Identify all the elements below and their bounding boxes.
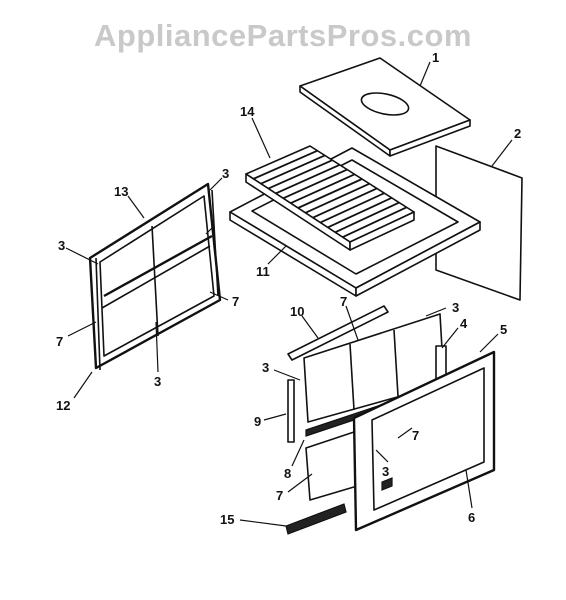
grille-louver — [253, 149, 318, 180]
grille-louver — [275, 164, 341, 195]
label-part-13: 13 — [114, 184, 128, 199]
label-part-3-door: 3 — [382, 464, 389, 479]
label-part-3-left: 3 — [58, 238, 65, 253]
label-part-7-lower: 7 — [276, 488, 283, 503]
label-part-2: 2 — [514, 126, 521, 141]
label-part-14: 14 — [240, 104, 255, 119]
label-part-5: 5 — [500, 322, 507, 337]
grille-louver — [290, 173, 355, 204]
grille-louver — [267, 159, 333, 190]
label-part-7-left-right: 7 — [232, 294, 239, 309]
part-15-bottom-strip — [285, 503, 347, 535]
watermark-text: AppliancePartsPros.com — [94, 18, 472, 53]
part-1-top-panel — [299, 57, 471, 157]
grille-louver — [312, 187, 378, 219]
label-part-11: 11 — [256, 264, 270, 279]
label-part-7-glass: 7 — [340, 294, 347, 309]
grille-louver — [334, 201, 400, 234]
grille-louver — [327, 197, 393, 229]
label-part-6: 6 — [468, 510, 475, 525]
label-part-9: 9 — [254, 414, 261, 429]
part-12-13-left-window-frame — [88, 182, 222, 371]
leader-lines — [65, 61, 513, 527]
label-part-3-right-top: 3 — [452, 300, 459, 315]
label-part-1: 1 — [432, 50, 439, 65]
grille-louver — [297, 178, 363, 209]
label-part-12: 12 — [56, 398, 70, 413]
grille-louver — [319, 192, 385, 224]
part-14-grille-insert — [245, 145, 415, 251]
label-part-10: 10 — [290, 304, 304, 319]
grille-louver — [260, 154, 326, 185]
label-part-7-door: 7 — [412, 428, 419, 443]
grille-louver — [305, 182, 370, 214]
label-part-3-top: 3 — [222, 166, 229, 181]
label-part-15: 15 — [220, 512, 234, 527]
label-part-3-left-center: 3 — [154, 374, 161, 389]
label-part-7-left-top: 7 — [56, 334, 63, 349]
grille-louver — [282, 168, 348, 200]
grille-louver — [342, 206, 407, 238]
label-part-3-glass-left: 3 — [262, 360, 269, 375]
label-part-8: 8 — [284, 466, 291, 481]
label-part-4: 4 — [460, 316, 468, 331]
part-labels: 1 2 14 11 13 3 3 7 7 3 12 10 7 3 4 5 3 9… — [56, 50, 521, 527]
part-9-vertical-strip — [287, 379, 295, 443]
part-5-6-right-door-frame — [352, 350, 496, 532]
